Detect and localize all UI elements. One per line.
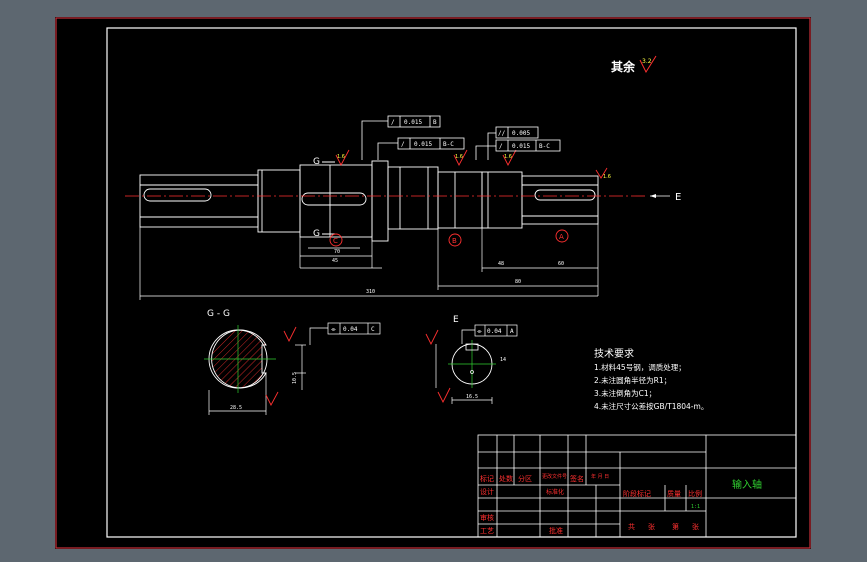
tb-label: 第 <box>672 522 679 531</box>
dimension-text: 70 <box>334 249 340 255</box>
sheet-outer-border <box>55 17 811 549</box>
fcf-datum: A <box>510 328 514 335</box>
fcf-datum: B-C <box>539 143 550 150</box>
fcf-value: 0.04 <box>487 328 502 335</box>
roughness-marks <box>335 149 608 179</box>
svg-text:B: B <box>452 237 457 245</box>
tb-label: 批准 <box>549 526 563 535</box>
dimension-lines <box>139 224 599 300</box>
tb-label: 比例 <box>688 489 702 498</box>
svg-text:C: C <box>333 237 338 245</box>
svg-text:E: E <box>453 315 459 325</box>
svg-text:其余: 其余 <box>611 59 636 74</box>
svg-text:G: G <box>313 157 320 167</box>
tb-label: 处数 <box>499 474 513 483</box>
title-block: 标记 处数 分区 更改文件号 签名 年 月 日 设计 标准化 审核 工艺 批准 … <box>477 434 797 538</box>
tech-title: 技术要求 <box>594 347 634 360</box>
tech-item: 1.材料45号钢，调质处理； <box>594 362 686 372</box>
svg-text:A: A <box>559 233 564 241</box>
dimension-text: 14 <box>500 357 506 363</box>
fcf-symbol: / <box>401 141 405 148</box>
tb-label: 更改文件号 <box>542 473 567 480</box>
svg-text:G - G: G - G <box>207 309 230 319</box>
fcf-value: 0.015 <box>414 141 432 148</box>
tech-item: 2.未注圆角半径为R1； <box>594 375 671 385</box>
drawing-frame <box>106 27 797 538</box>
tb-label: 标准化 <box>546 488 564 496</box>
svg-text:3.2: 3.2 <box>642 58 652 65</box>
tech-item: 4.未注尺寸公差按GB/T1804-m。 <box>594 401 708 411</box>
fcf-symbol: / <box>391 119 395 126</box>
dimension-text: 60 <box>558 261 564 267</box>
roughness-value: 1.6 <box>337 154 345 160</box>
fcf-value: 0.04 <box>343 326 358 333</box>
tb-label: 分区 <box>518 474 532 483</box>
tech-item: 3.未注倒角为C1； <box>594 388 656 398</box>
fcf-symbol: ⌯ <box>331 326 336 333</box>
view-E: E ⌯ 0.04 A 16.5 14 <box>425 315 518 404</box>
section-cut-G: G G <box>313 157 335 239</box>
fcf-value: 0.005 <box>512 130 530 137</box>
fcf-symbol: / <box>499 143 503 150</box>
fcf-datum: B <box>433 119 437 126</box>
tb-label: 质量 <box>667 489 681 498</box>
tb-label: 设计 <box>480 487 494 496</box>
technical-requirements: 技术要求 1.材料45号钢，调质处理； 2.未注圆角半径为R1； 3.未注倒角为… <box>594 347 708 411</box>
tb-label: 审核 <box>480 513 494 522</box>
roughness-default-note: 其余 3.2 <box>611 55 657 74</box>
roughness-value: 1.6 <box>455 154 463 160</box>
fcf-symbol: // <box>498 130 506 137</box>
tb-label: 年 月 日 <box>591 473 609 480</box>
roughness-value: 1.6 <box>504 154 512 160</box>
dimension-text: 48 <box>498 261 504 267</box>
tb-scale-value: 1:1 <box>691 504 700 510</box>
tb-label: 标记 <box>480 474 494 483</box>
view-arrow-E: E <box>650 192 681 203</box>
dimension-text: 45 <box>332 258 338 264</box>
part-name: 输入轴 <box>732 478 762 491</box>
dimension-text: 80 <box>515 279 521 285</box>
fcf-datum: B-C <box>443 141 454 148</box>
fcf-datum: C <box>371 326 375 333</box>
fcf-value: 0.015 <box>404 119 422 126</box>
svg-text:E: E <box>675 192 681 203</box>
tb-label: 签名 <box>570 474 584 483</box>
datum-markers: C B A <box>329 229 569 247</box>
tb-label: 阶段标记 <box>623 489 651 498</box>
dimension-text: 10.5 <box>292 372 298 384</box>
drawing-canvas <box>55 17 811 549</box>
fcf-symbol: ⌯ <box>477 328 482 335</box>
fcf-value: 0.015 <box>512 143 530 150</box>
tb-label: 共 <box>628 522 635 531</box>
dimension-text: 310 <box>366 289 375 295</box>
roughness-value: 1.6 <box>603 174 611 180</box>
feature-control-frames <box>361 115 561 160</box>
tb-label: 张 <box>648 522 655 531</box>
tb-label: 张 <box>692 522 699 531</box>
tb-label: 工艺 <box>480 527 494 535</box>
dimension-text: 28.5 <box>230 405 242 411</box>
dimension-text: 16.5 <box>466 394 478 400</box>
section-view-G: G - G ⌯ 0.04 C 28.5 10.5 <box>204 309 381 415</box>
svg-text:G: G <box>313 229 320 239</box>
